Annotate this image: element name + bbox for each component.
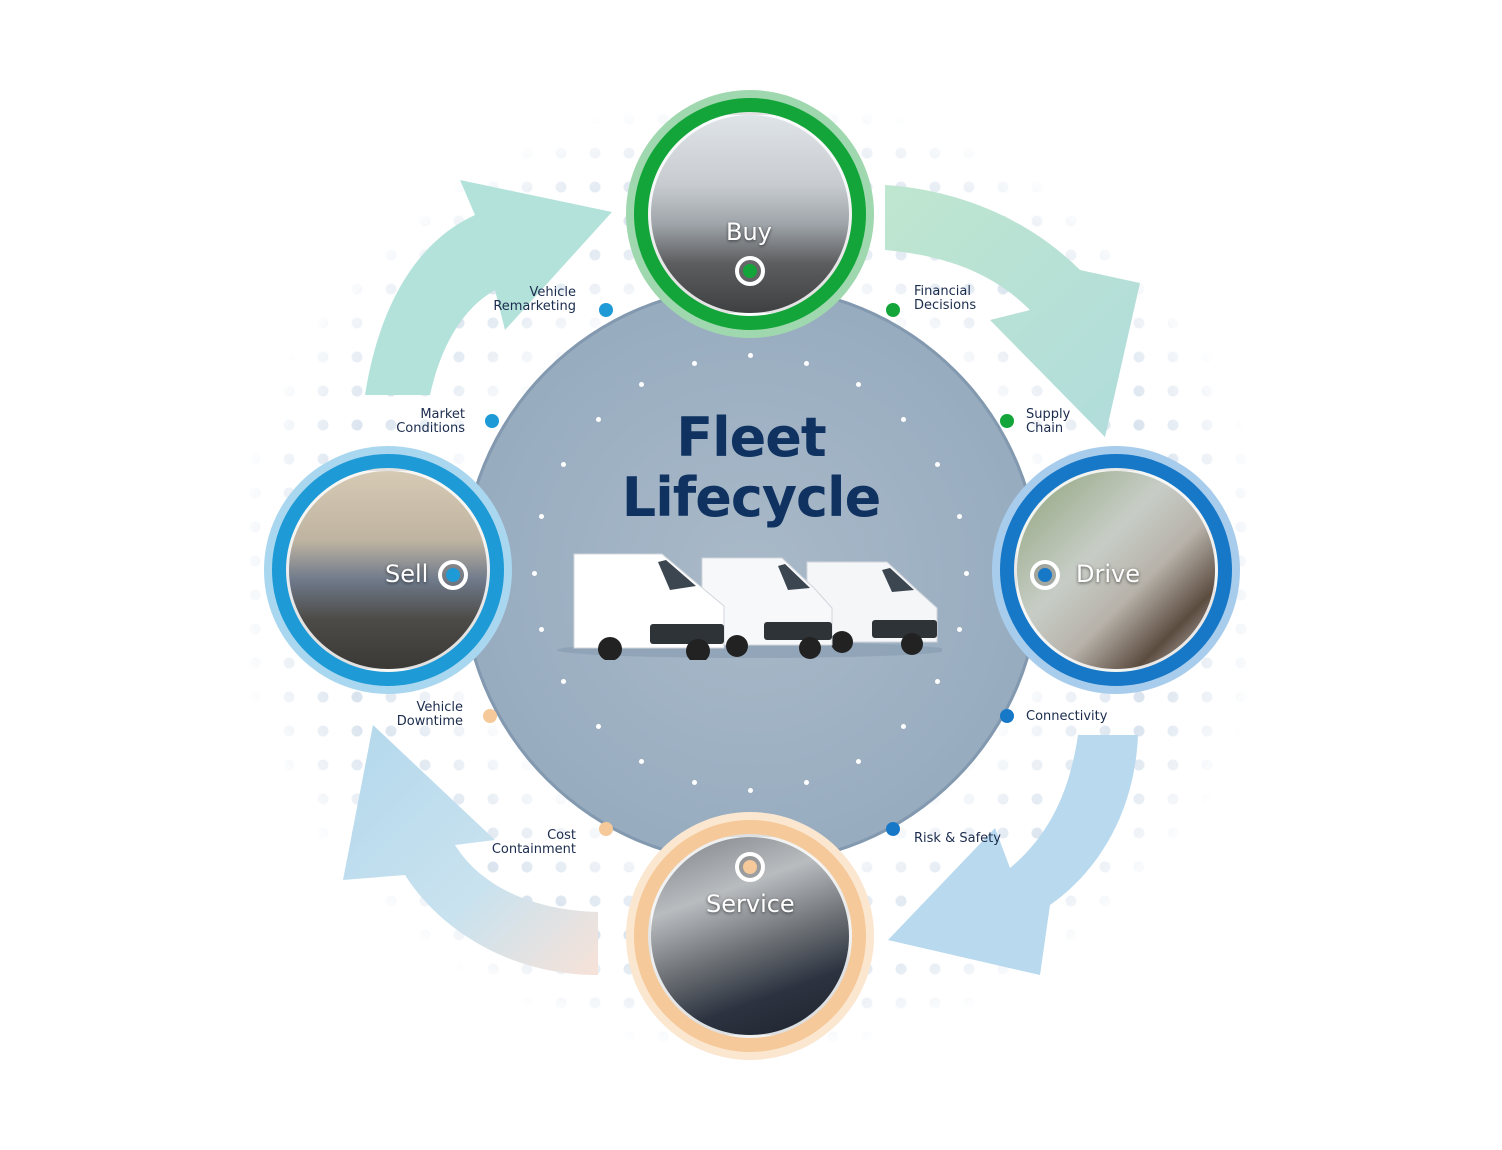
hub-dot	[639, 759, 644, 764]
hub-dot	[935, 679, 940, 684]
arrow-service-to-sell	[343, 725, 598, 975]
hub-dot	[692, 780, 697, 785]
hub-dot	[957, 627, 962, 632]
hub-dot	[901, 417, 906, 422]
hub-dot	[561, 679, 566, 684]
hub-dot	[935, 462, 940, 467]
vans-illustration	[557, 553, 942, 660]
hub-dot	[532, 571, 537, 576]
hub-dot	[539, 627, 544, 632]
stage-service[interactable]: Service	[626, 812, 874, 1060]
title-line-1: Fleet	[676, 406, 826, 469]
hub-dot	[804, 361, 809, 366]
hub-dot	[748, 788, 753, 793]
factor-dot-supply-chain	[1000, 414, 1014, 428]
hub-dot	[804, 780, 809, 785]
van-icon	[806, 561, 938, 655]
hub-dot	[901, 724, 906, 729]
hub-dot	[957, 514, 962, 519]
hub-dot	[596, 724, 601, 729]
target-icon	[735, 852, 765, 882]
title-line-2: Lifecycle	[621, 466, 881, 529]
target-icon	[438, 560, 468, 590]
factor-dot-connectivity	[1000, 709, 1014, 723]
factor-dot-vehicle-remarketing	[599, 303, 613, 317]
page-title: Fleet Lifecycle	[561, 408, 941, 528]
stage-label-buy: Buy	[726, 218, 772, 246]
factor-label-connectivity: Connectivity	[1026, 709, 1108, 724]
hub-dot	[639, 382, 644, 387]
factor-dot-risk-safety	[886, 822, 900, 836]
stage-label-sell: Sell	[385, 560, 429, 588]
stage-buy[interactable]: Buy	[626, 90, 874, 338]
target-icon	[1030, 560, 1060, 590]
arrow-sell-to-buy	[365, 180, 612, 395]
hub-dot	[964, 571, 969, 576]
stage-drive[interactable]: Drive	[992, 446, 1240, 694]
hub-dot	[596, 417, 601, 422]
factor-dot-vehicle-downtime	[483, 709, 497, 723]
factor-dot-financial-decisions	[886, 303, 900, 317]
arrow-buy-to-drive	[885, 185, 1140, 437]
stage-label-service: Service	[706, 890, 795, 918]
hub-dot	[692, 361, 697, 366]
stage-sell[interactable]: Sell	[264, 446, 512, 694]
factor-label-risk-safety: Risk & Safety	[914, 831, 1001, 846]
hub-dot	[748, 353, 753, 358]
hub-dot	[539, 514, 544, 519]
target-icon	[735, 256, 765, 286]
hub-dot	[561, 462, 566, 467]
arrow-drive-to-service	[888, 735, 1138, 975]
hub-dot	[856, 759, 861, 764]
stage-label-drive: Drive	[1076, 560, 1140, 588]
van-icon	[573, 553, 725, 660]
factor-dot-cost-containment	[599, 822, 613, 836]
factor-dot-market-conditions	[485, 414, 499, 428]
hub-dot	[856, 382, 861, 387]
